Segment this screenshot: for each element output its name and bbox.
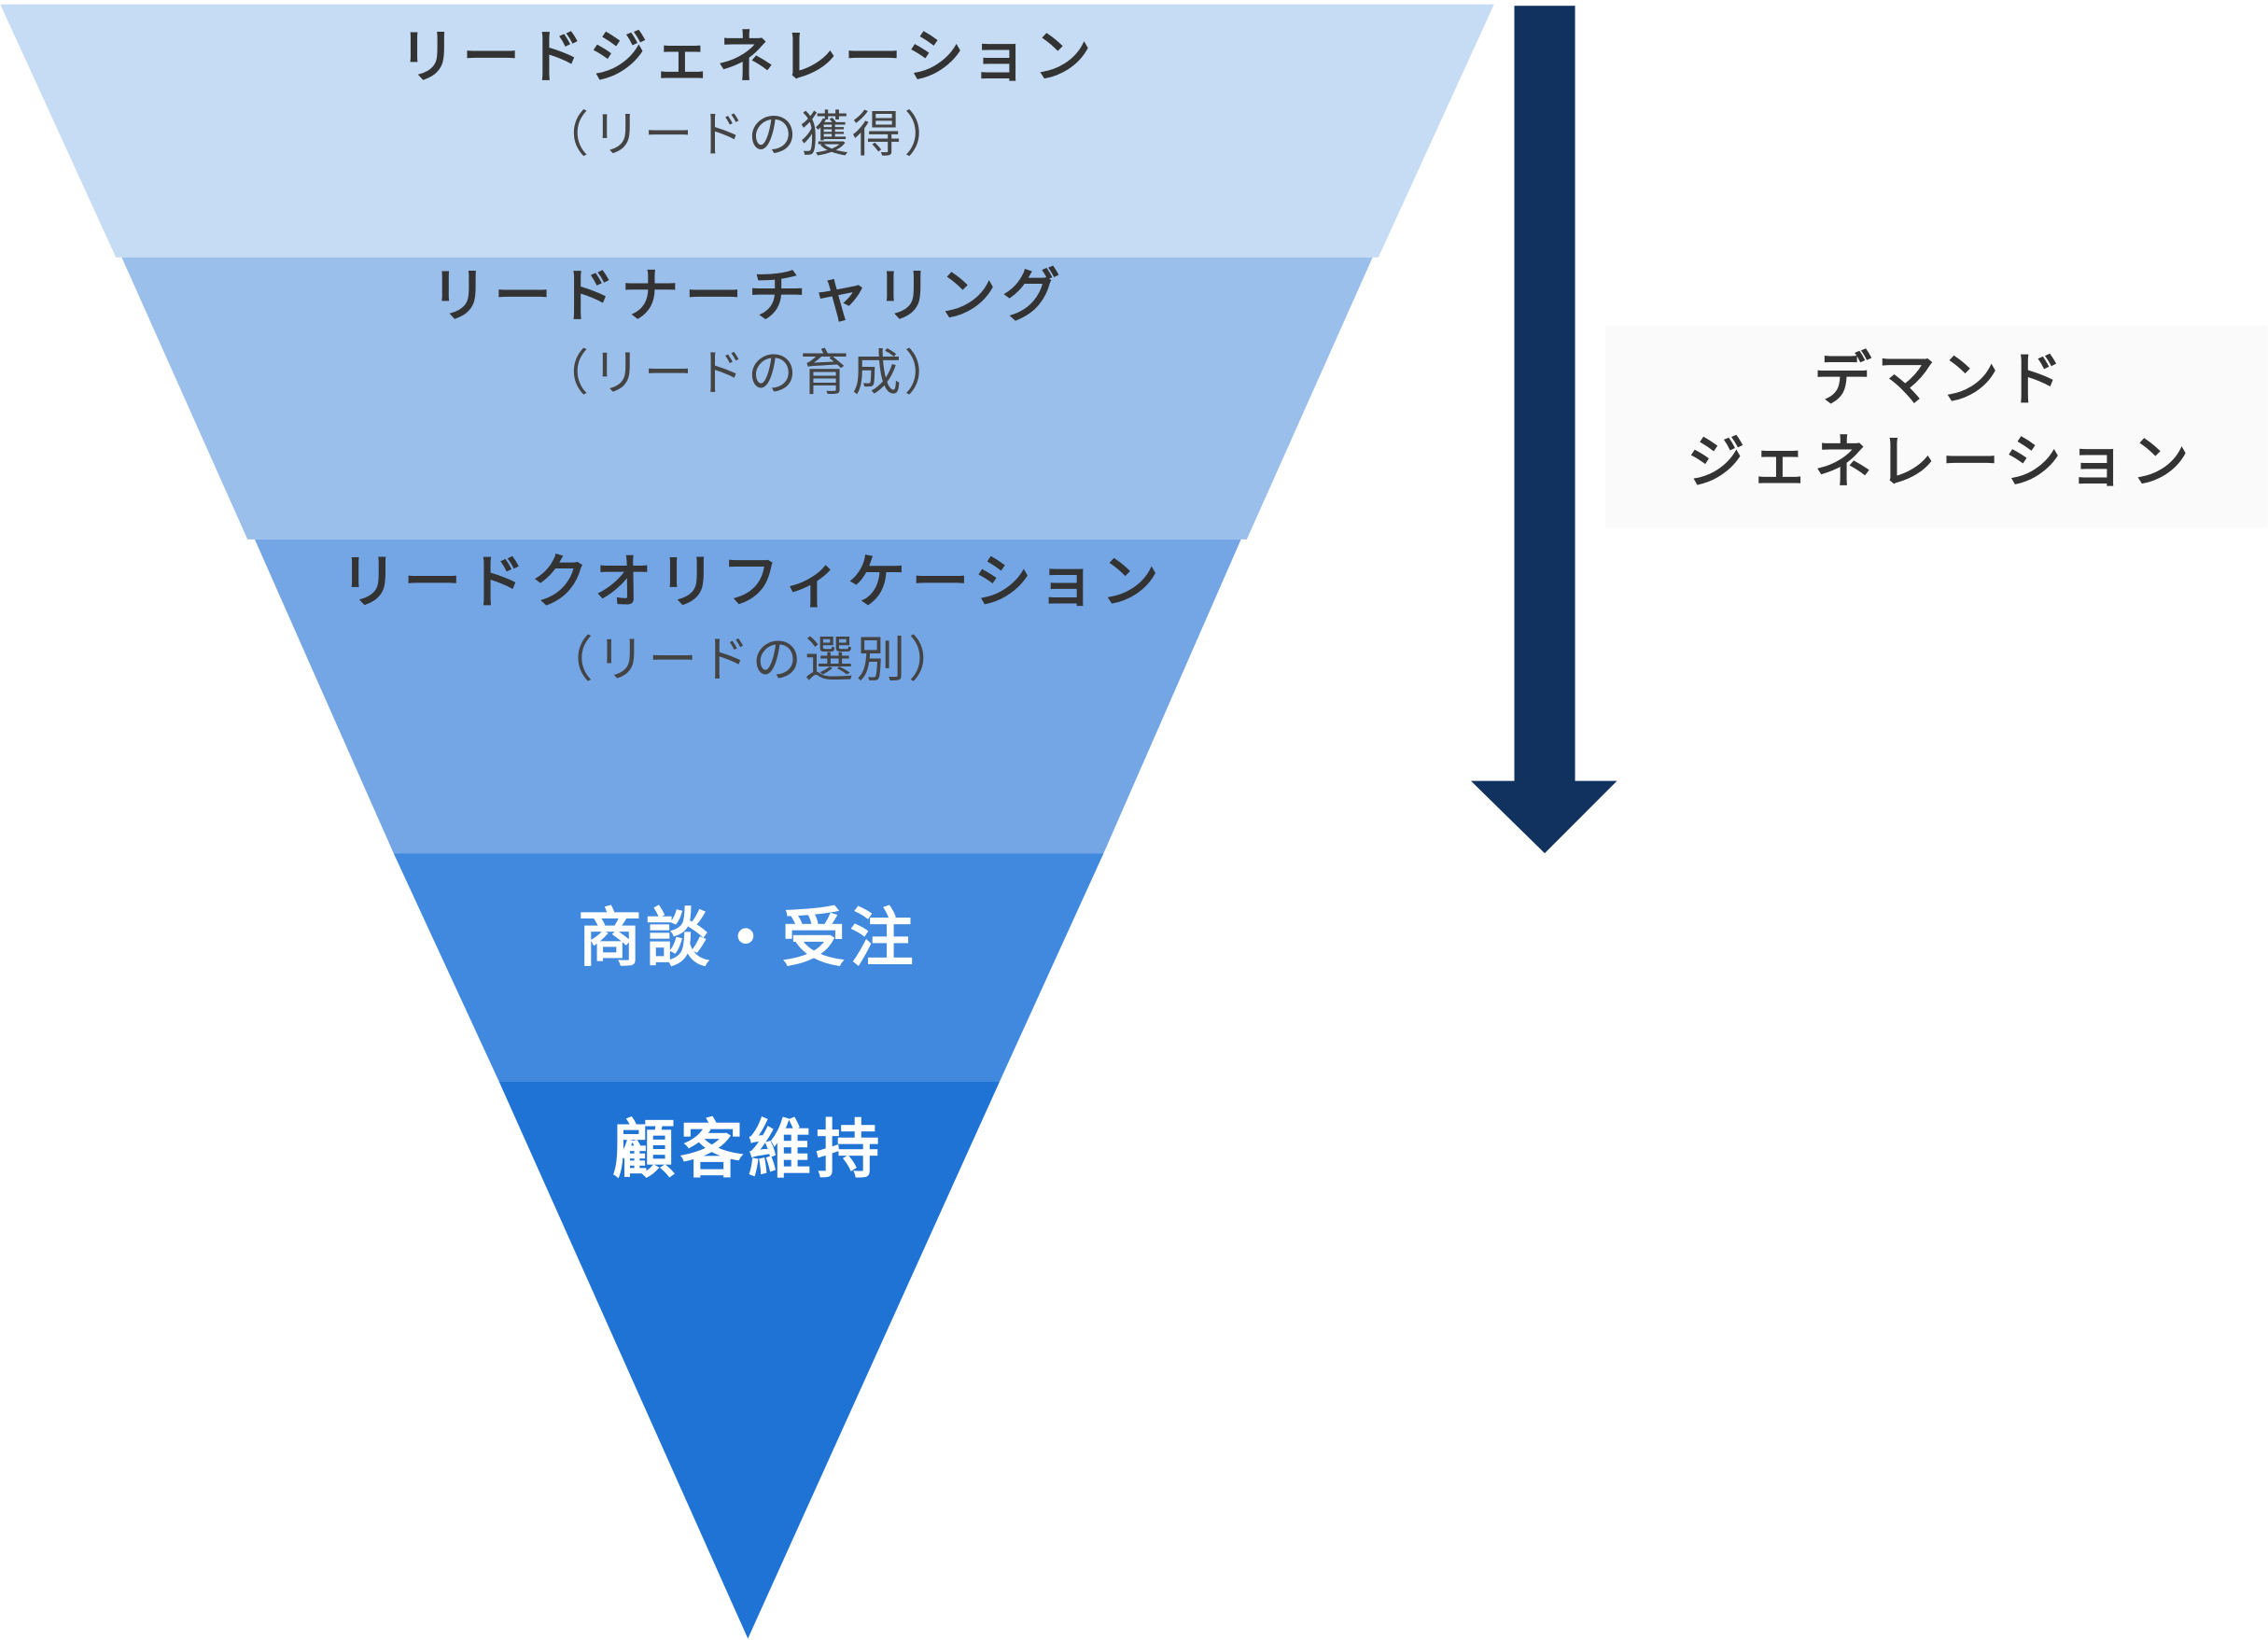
funnel-stage-3-band [254,539,1241,854]
stage-5-title: 顧客維持 [612,1114,884,1187]
stage-4-title: 商談・受注 [578,903,917,976]
funnel-stage-1-band [0,4,1494,258]
stage-3-title: リードクオリフィケーション [340,548,1165,616]
stage-1-subtitle: （リードの獲得） [539,106,956,163]
funnel-stage-5-band [498,1081,1000,1639]
funnel-stage-4-band [393,853,1104,1082]
side-label-line-1: デマンド [1813,345,2068,414]
side-label-line-2: ジェネレーション [1687,428,2195,496]
down-arrow-icon [1471,6,1617,854]
stage-2-subtitle: （リードの育成） [539,344,956,401]
stage-1-title: リードジェネレーション [399,22,1098,91]
stage-2-title: リードナーチャリング [430,261,1066,329]
stage-3-subtitle: （リードの選別） [544,631,960,688]
side-label-background [1605,325,2268,528]
funnel-stage-2-band [121,257,1373,540]
